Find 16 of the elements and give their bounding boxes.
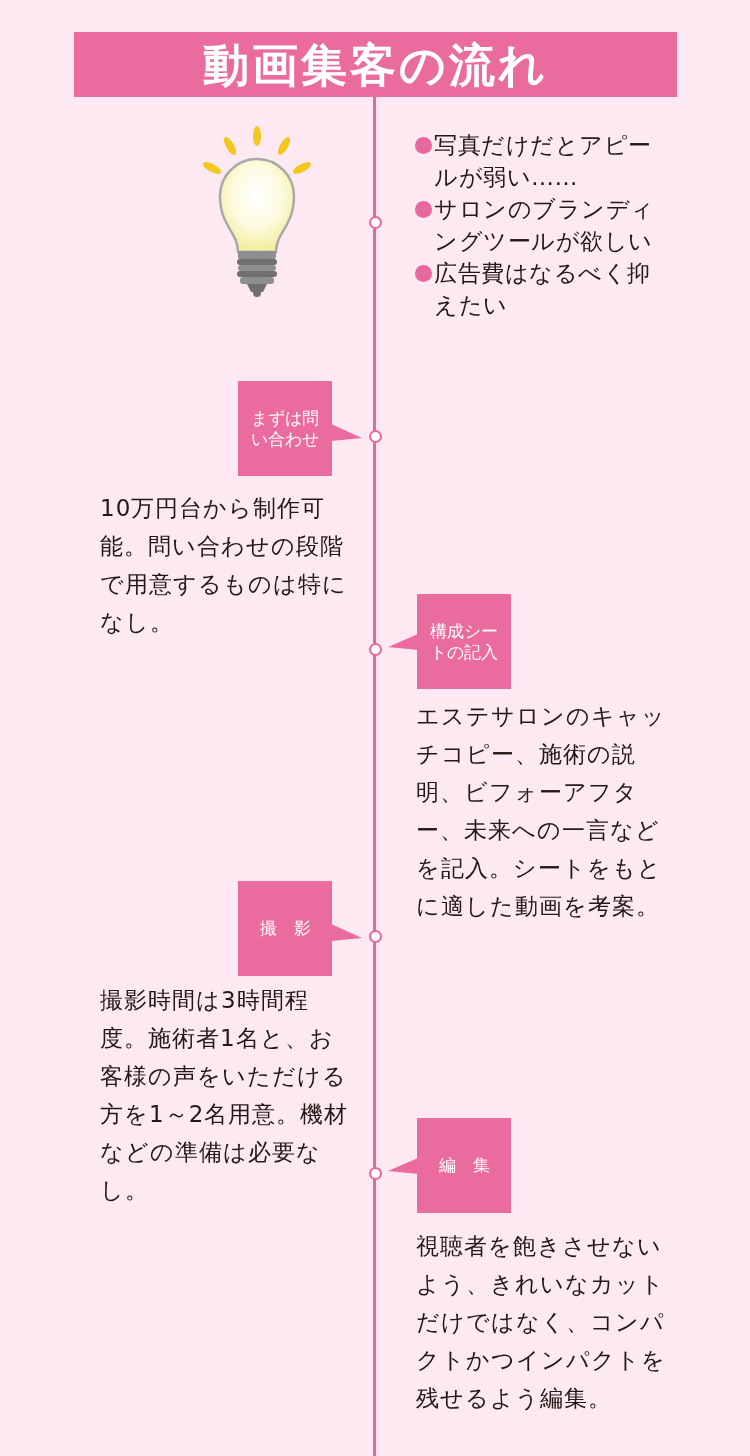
step-description: 撮影時間は3時間程度。施術者1名と、お客様の声をいただける方を1～2名用意。機材などの準備は必要なし。	[100, 986, 350, 1205]
step-title: まずは問い合わせ	[250, 407, 320, 450]
step-description: 10万円台から制作可能。問い合わせの段階で用意するものは特になし。	[100, 494, 348, 637]
step-title: 撮影	[259, 918, 328, 939]
title: 動画集客の流れ	[203, 36, 548, 93]
step-description: 視聴者を飽きさせないよう、きれいなカットだけではなく、コンパクトかつインパクトを残せるよう編集。	[416, 1232, 667, 1413]
step-description: エステサロンのキャッチコピー、施術の説明、ビフォーアフター、未来への一言などを記入。シートをもとに適した動画を考案。	[416, 702, 667, 921]
step-callout	[388, 594, 511, 689]
step-callout	[238, 381, 362, 476]
step-callout	[388, 1118, 511, 1213]
bullet-text: 広告費はなるべく抑えたい	[434, 259, 652, 320]
step-title: 編集	[438, 1155, 507, 1176]
step-callout	[238, 881, 362, 976]
bullet-text: サロンのブランディングツールが欲しい	[434, 195, 656, 256]
step-title: 構成シートの記入	[429, 620, 499, 663]
bullet-text: 写真だけだとアピールが弱い……	[434, 131, 653, 192]
